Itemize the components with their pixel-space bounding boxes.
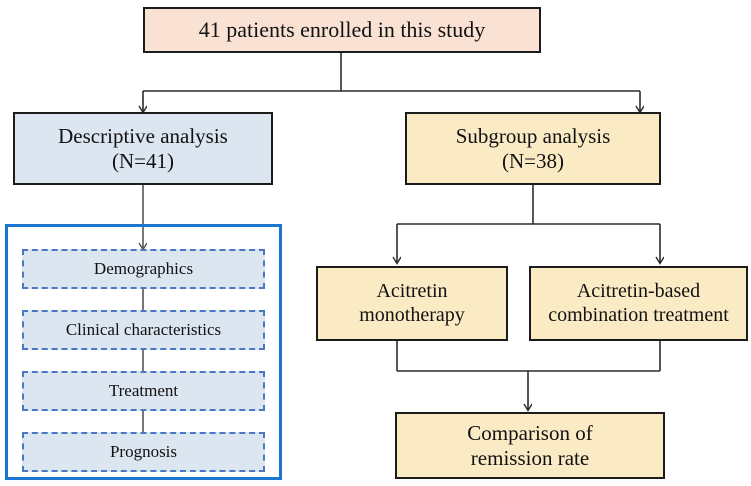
item-prognosis[interactable]: Prognosis <box>22 432 265 472</box>
node-subgroup-analysis[interactable]: Subgroup analysis (N=38) <box>405 112 661 185</box>
node-descriptive-analysis[interactable]: Descriptive analysis (N=41) <box>13 112 273 185</box>
item-clinical-characteristics-label: Clinical characteristics <box>65 319 222 339</box>
item-treatment[interactable]: Treatment <box>22 371 265 411</box>
node-enrolled-label: 41 patients enrolled in this study <box>198 17 486 43</box>
node-subgroup-analysis-label: Subgroup analysis (N=38) <box>455 123 611 173</box>
node-comparison-remission-rate-label: Comparison of remission rate <box>467 420 593 470</box>
node-enrolled[interactable]: 41 patients enrolled in this study <box>143 7 541 53</box>
node-acitretin-monotherapy-label: Acitretin monotherapy <box>359 279 465 326</box>
item-demographics[interactable]: Demographics <box>22 249 265 289</box>
item-demographics-label: Demographics <box>93 258 194 278</box>
node-descriptive-analysis-label: Descriptive analysis (N=41) <box>58 123 228 173</box>
node-acitretin-combination[interactable]: Acitretin-based combination treatment <box>529 266 748 341</box>
item-clinical-characteristics[interactable]: Clinical characteristics <box>22 310 265 350</box>
node-acitretin-combination-label: Acitretin-based combination treatment <box>548 279 729 326</box>
item-treatment-label: Treatment <box>108 380 179 400</box>
descriptive-items-frame <box>5 224 282 480</box>
item-prognosis-label: Prognosis <box>109 441 178 461</box>
node-comparison-remission-rate[interactable]: Comparison of remission rate <box>395 412 665 479</box>
node-acitretin-monotherapy[interactable]: Acitretin monotherapy <box>316 266 508 341</box>
